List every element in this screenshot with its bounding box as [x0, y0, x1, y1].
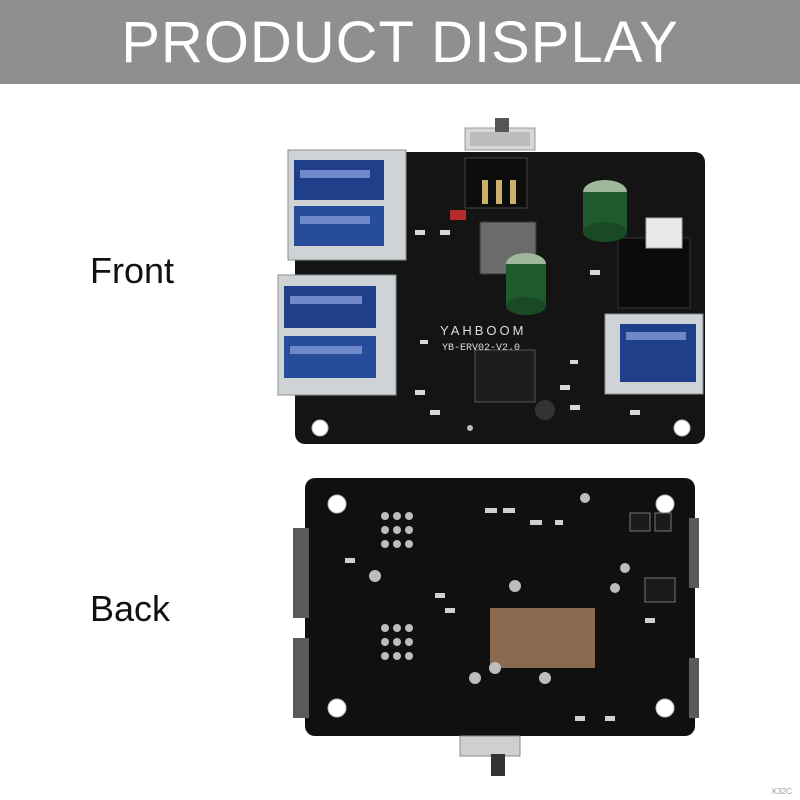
- pcb-back: [305, 478, 695, 736]
- model-text: YB-ERV02-V2.0: [442, 343, 520, 354]
- banner-title: PRODUCT DISPLAY: [121, 9, 679, 75]
- usb-port-stack-top: [287, 149, 407, 261]
- copper-pad: [490, 608, 595, 668]
- product-display-banner: PRODUCT DISPLAY: [0, 0, 800, 84]
- hub-chip: [474, 349, 536, 403]
- capacitor-1: [583, 180, 627, 242]
- back-board-image: [293, 478, 699, 776]
- front-board-image: YAHBOOM YB-ERV02-V2.0: [277, 118, 705, 444]
- brand-text: YAHBOOM: [440, 323, 527, 338]
- front-label: Front: [90, 250, 175, 291]
- slide-switch: [464, 118, 536, 151]
- capacitor-2: [506, 253, 546, 315]
- usb-port-stack-bottom: [277, 274, 397, 396]
- back-label: Back: [90, 588, 171, 629]
- usb-in-port: [604, 313, 704, 395]
- watermark: K32C: [771, 787, 792, 796]
